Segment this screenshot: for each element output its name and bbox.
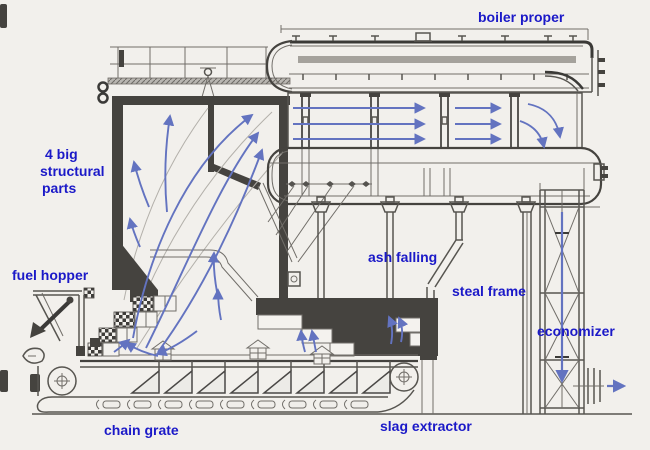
grate-supports	[129, 361, 391, 394]
label-economizer: economizer	[537, 323, 615, 339]
label-ash-falling: ash falling	[368, 249, 437, 265]
top-platform	[97, 46, 291, 104]
convection-bank	[287, 92, 583, 196]
lower-drum	[266, 146, 608, 263]
label-steel-frame: steal frame	[452, 283, 526, 299]
hanger-321	[310, 196, 332, 298]
label-slag-extractor: slag extractor	[380, 418, 472, 434]
economizer-outlet	[573, 368, 604, 404]
steel-frame	[515, 196, 537, 414]
drum-hangers	[310, 196, 470, 298]
label-structural-parts-line3: parts	[42, 180, 76, 196]
hanger-390	[379, 196, 401, 298]
flow-arrows	[113, 102, 627, 393]
label-structural-parts-line2: structural	[40, 163, 105, 179]
chain-links	[96, 399, 369, 410]
hanger-diamonds	[288, 181, 370, 187]
label-boiler-proper: boiler proper	[478, 9, 565, 25]
front-arch	[83, 232, 177, 357]
label-chain-grate: chain grate	[104, 422, 179, 438]
fuel-hopper-assembly	[22, 290, 100, 364]
boiler-upper-shell	[265, 25, 605, 96]
labels: boiler proper 4 big structural parts fue…	[12, 9, 615, 438]
shell-fittings	[292, 32, 577, 42]
scan-artifacts	[0, 4, 8, 392]
label-fuel-hopper: fuel hopper	[12, 267, 89, 283]
label-structural-parts-line1: 4 big	[45, 146, 78, 162]
ash-chute	[426, 196, 470, 298]
